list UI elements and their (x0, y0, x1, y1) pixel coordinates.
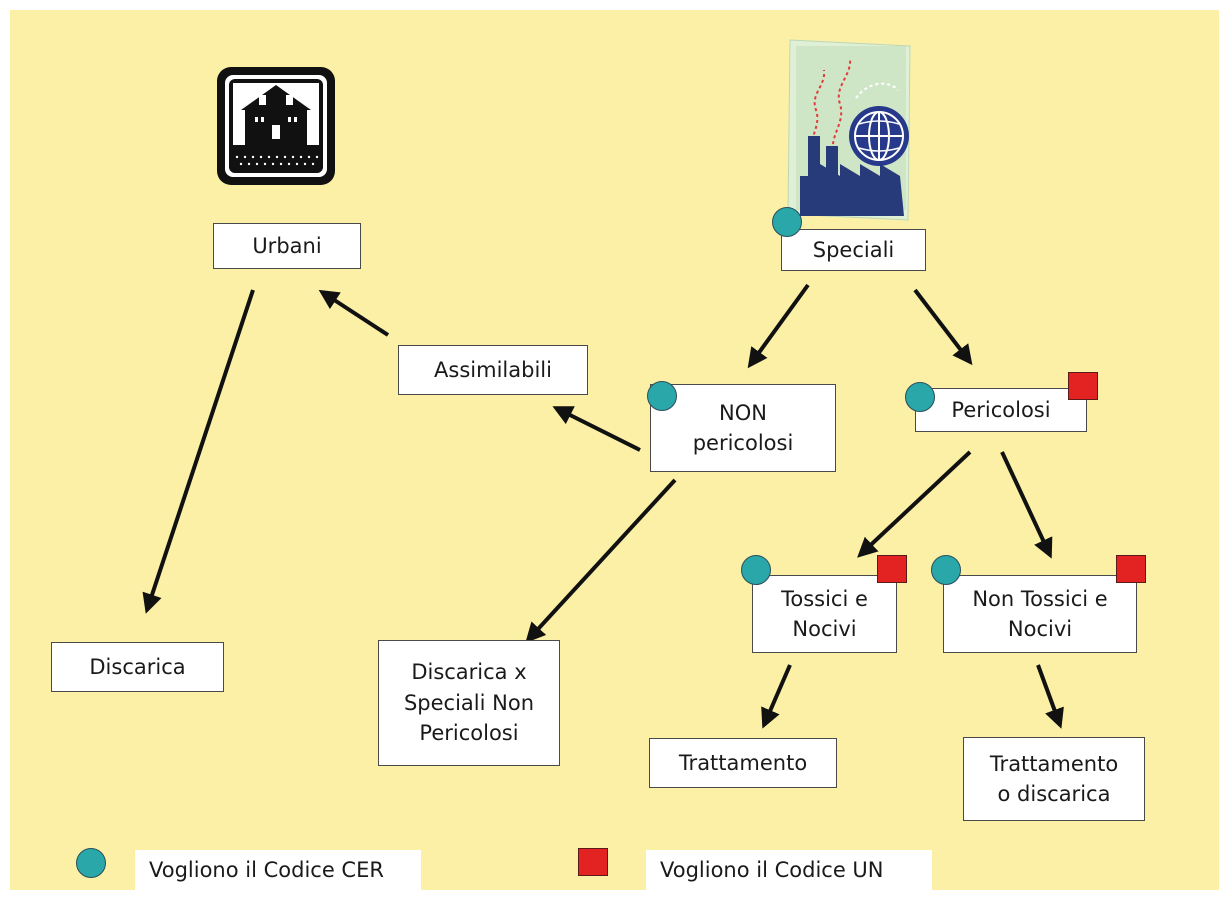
un-marker-pericolosi (1068, 372, 1098, 400)
node-speciali: Speciali (781, 229, 926, 271)
cer-marker-speciali (772, 207, 802, 237)
node-non-pericolosi: NON pericolosi (650, 384, 836, 472)
legend-cer-marker (76, 848, 106, 878)
node-non-tossici-nocivi: Non Tossici e Nocivi (943, 575, 1137, 653)
node-trattamento-discarica: Trattamento o discarica (963, 737, 1145, 821)
house-icon (215, 65, 337, 187)
diagram-canvas: Urbani Speciali Assimilabili NON pericol… (10, 10, 1219, 890)
arrow-nonpericolosi-assimilabili (552, 406, 641, 452)
arrow-urbani-discarica (142, 289, 255, 614)
factory-globe-icon (786, 38, 916, 222)
node-discarica-speciali: Discarica x Speciali Non Pericolosi (378, 640, 560, 766)
arrow-speciali-pericolosi (913, 288, 973, 366)
arrow-pericolosi-tossici (857, 450, 972, 558)
cer-marker-pericolosi (905, 382, 935, 412)
cer-marker-tossici-nocivi (741, 555, 771, 585)
node-discarica: Discarica (51, 642, 224, 692)
arrow-tossici-trattamento (761, 664, 792, 729)
legend-un-marker (578, 848, 608, 876)
arrow-speciali-nonpericolosi (747, 283, 810, 369)
un-marker-non-tossici-nocivi (1116, 555, 1146, 583)
node-pericolosi: Pericolosi (915, 388, 1087, 432)
cer-marker-non-pericolosi (647, 381, 677, 411)
node-assimilabili: Assimilabili (398, 345, 588, 395)
cer-marker-non-tossici-nocivi (931, 555, 961, 585)
legend-un-label: Vogliono il Codice UN (646, 850, 932, 890)
arrow-nonpericolosi-discarica-speciali (525, 478, 677, 643)
arrow-pericolosi-nontossici (1000, 451, 1053, 559)
arrow-nontossici-trattamento-discarica (1036, 664, 1064, 729)
node-urbani: Urbani (213, 223, 361, 269)
node-tossici-nocivi: Tossici e Nocivi (752, 575, 897, 653)
node-trattamento: Trattamento (649, 738, 837, 788)
arrows-layer (142, 283, 1064, 729)
legend-cer-label: Vogliono il Codice CER (135, 850, 421, 890)
un-marker-tossici-nocivi (877, 555, 907, 583)
arrow-assimilabili-urbani (318, 289, 390, 337)
